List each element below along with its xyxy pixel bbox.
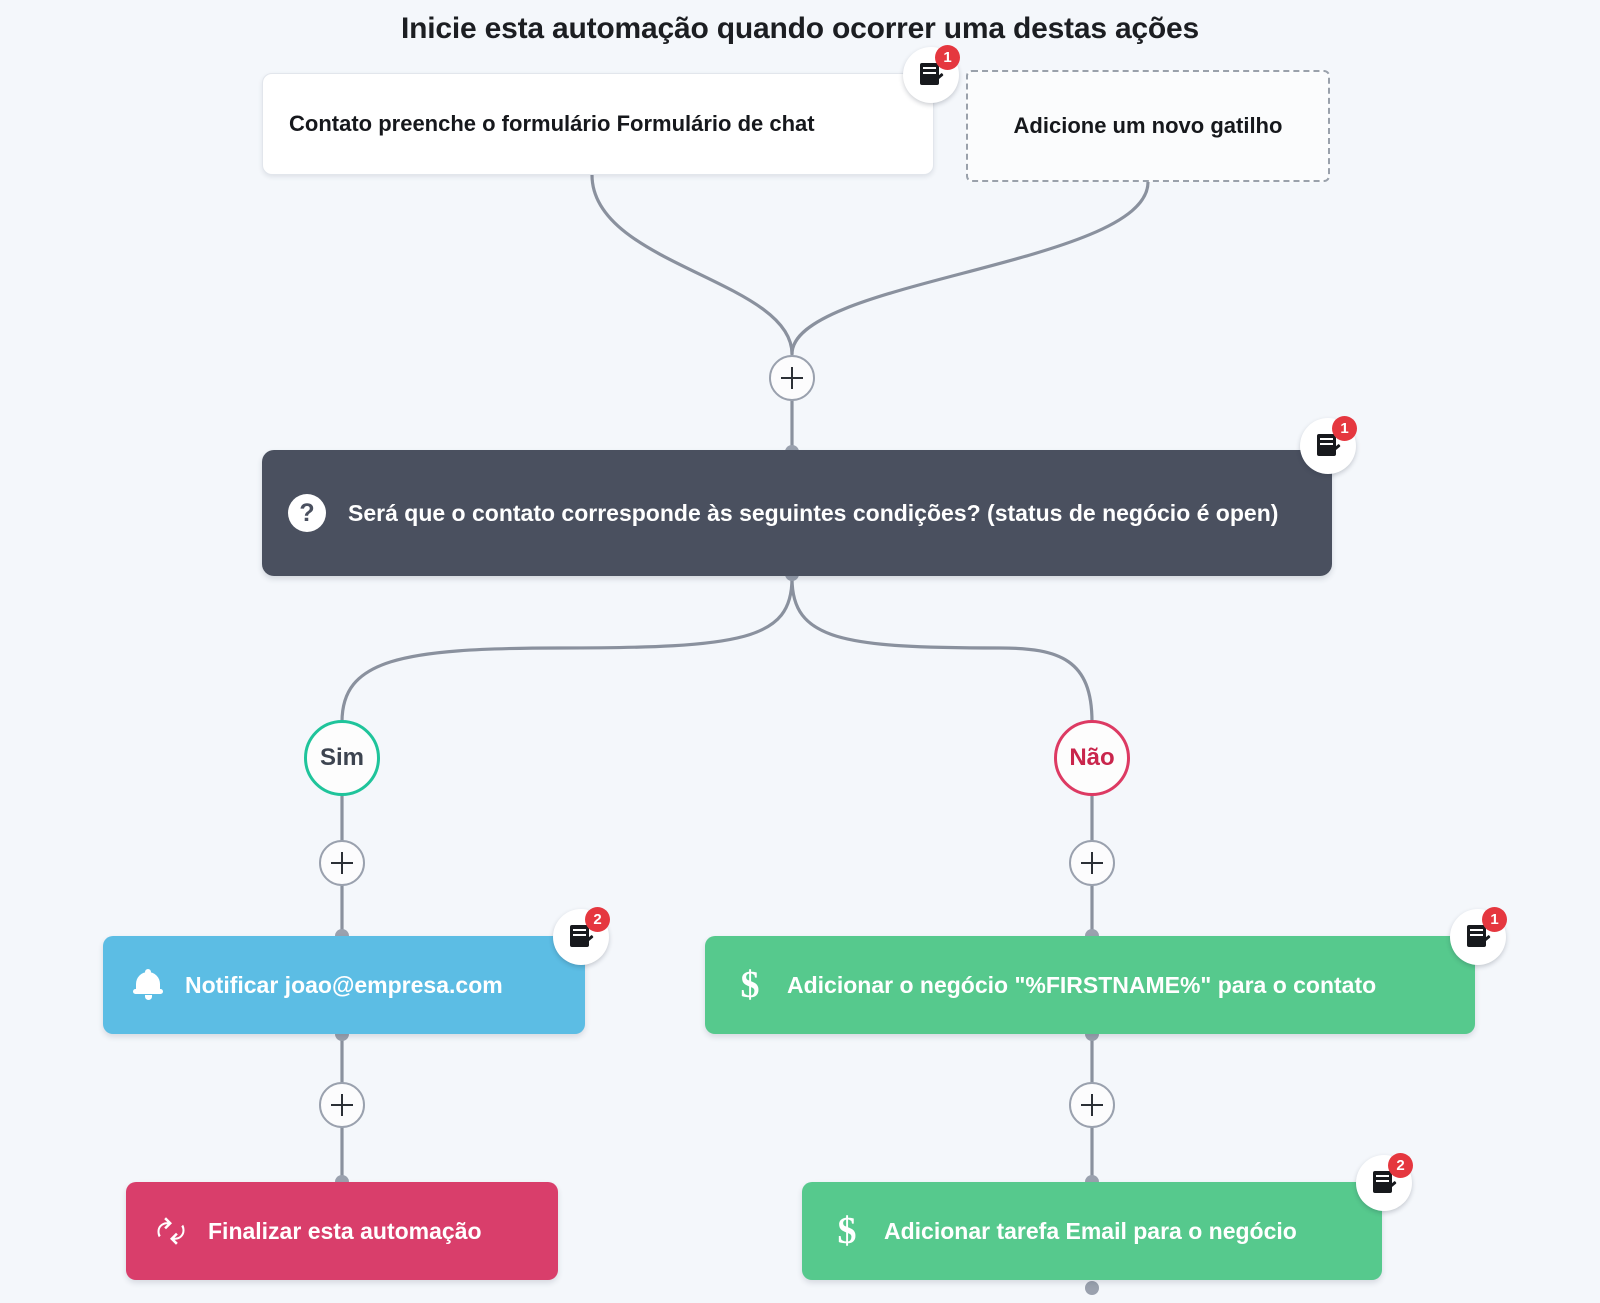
note-badge-add-task[interactable]: 2 xyxy=(1356,1153,1413,1211)
note-badge-condition[interactable]: 1 xyxy=(1300,416,1357,474)
trigger-add-label: Adicione um novo gatilho xyxy=(1013,113,1283,138)
action-add-task-label: Adicionar tarefa Email para o negócio xyxy=(884,1217,1297,1244)
action-notify-label: Notificar joao@empresa.com xyxy=(185,971,503,998)
refresh-arrows-icon xyxy=(148,1214,194,1248)
action-block-add-deal[interactable]: $ Adicionar o negócio "%FIRSTNAME%" para… xyxy=(705,936,1475,1034)
wire-trigger-form-to-merge xyxy=(590,173,794,356)
note-badge-notify[interactable]: 2 xyxy=(553,907,610,965)
condition-block-deal-status[interactable]: ? Será que o contato corresponde às segu… xyxy=(262,450,1332,576)
branch-no-label: Não xyxy=(1069,744,1115,771)
add-step-yes-1-button[interactable] xyxy=(319,840,365,886)
branch-yes-label: Sim xyxy=(319,744,364,771)
condition-label: Será que o contato corresponde às seguin… xyxy=(348,499,1279,526)
note-edit-icon xyxy=(570,925,594,949)
joint-task-bottom xyxy=(1085,1281,1099,1295)
branch-label-yes[interactable]: Sim xyxy=(304,720,380,796)
note-badge-count: 1 xyxy=(1332,416,1357,441)
dollar-icon: $ xyxy=(837,1210,857,1252)
question-mark-icon: ? xyxy=(288,494,326,532)
wire-condition-to-yes xyxy=(340,576,794,724)
add-step-yes-2-button[interactable] xyxy=(319,1082,365,1128)
wire-condition-to-no xyxy=(790,576,1094,724)
wire-trigger-add-to-merge xyxy=(790,180,1150,356)
action-block-end-automation[interactable]: Finalizar esta automação xyxy=(126,1182,558,1280)
add-step-no-1-button[interactable] xyxy=(1069,840,1115,886)
dollar-icon: $ xyxy=(740,964,760,1006)
page-title: Inicie esta automação quando ocorrer uma… xyxy=(400,12,1200,45)
add-step-no-2-button[interactable] xyxy=(1069,1082,1115,1128)
note-badge-count: 2 xyxy=(1388,1153,1413,1178)
note-edit-icon xyxy=(1317,434,1341,458)
trigger-form-label: Contato preenche o formulário Formulário… xyxy=(289,111,815,136)
trigger-card-form[interactable]: Contato preenche o formulário Formulário… xyxy=(262,73,934,175)
note-badge-add-deal[interactable]: 1 xyxy=(1450,907,1507,965)
note-edit-icon xyxy=(1467,925,1491,949)
action-end-automation-label: Finalizar esta automação xyxy=(208,1217,482,1244)
action-block-notify[interactable]: Notificar joao@empresa.com xyxy=(103,936,585,1034)
bell-icon xyxy=(125,969,171,1001)
add-step-after-triggers-button[interactable] xyxy=(769,355,815,401)
note-badge-count: 1 xyxy=(1482,907,1507,932)
action-block-add-task[interactable]: $ Adicionar tarefa Email para o negócio xyxy=(802,1182,1382,1280)
note-edit-icon xyxy=(1373,1171,1397,1195)
note-badge-count: 2 xyxy=(585,907,610,932)
trigger-card-add-new[interactable]: Adicione um novo gatilho xyxy=(966,70,1330,182)
action-add-deal-label: Adicionar o negócio "%FIRSTNAME%" para o… xyxy=(787,971,1377,998)
branch-label-no[interactable]: Não xyxy=(1054,720,1130,796)
note-edit-icon xyxy=(920,63,944,87)
note-badge-trigger-form[interactable]: 1 xyxy=(903,45,960,103)
note-badge-count: 1 xyxy=(935,45,960,70)
